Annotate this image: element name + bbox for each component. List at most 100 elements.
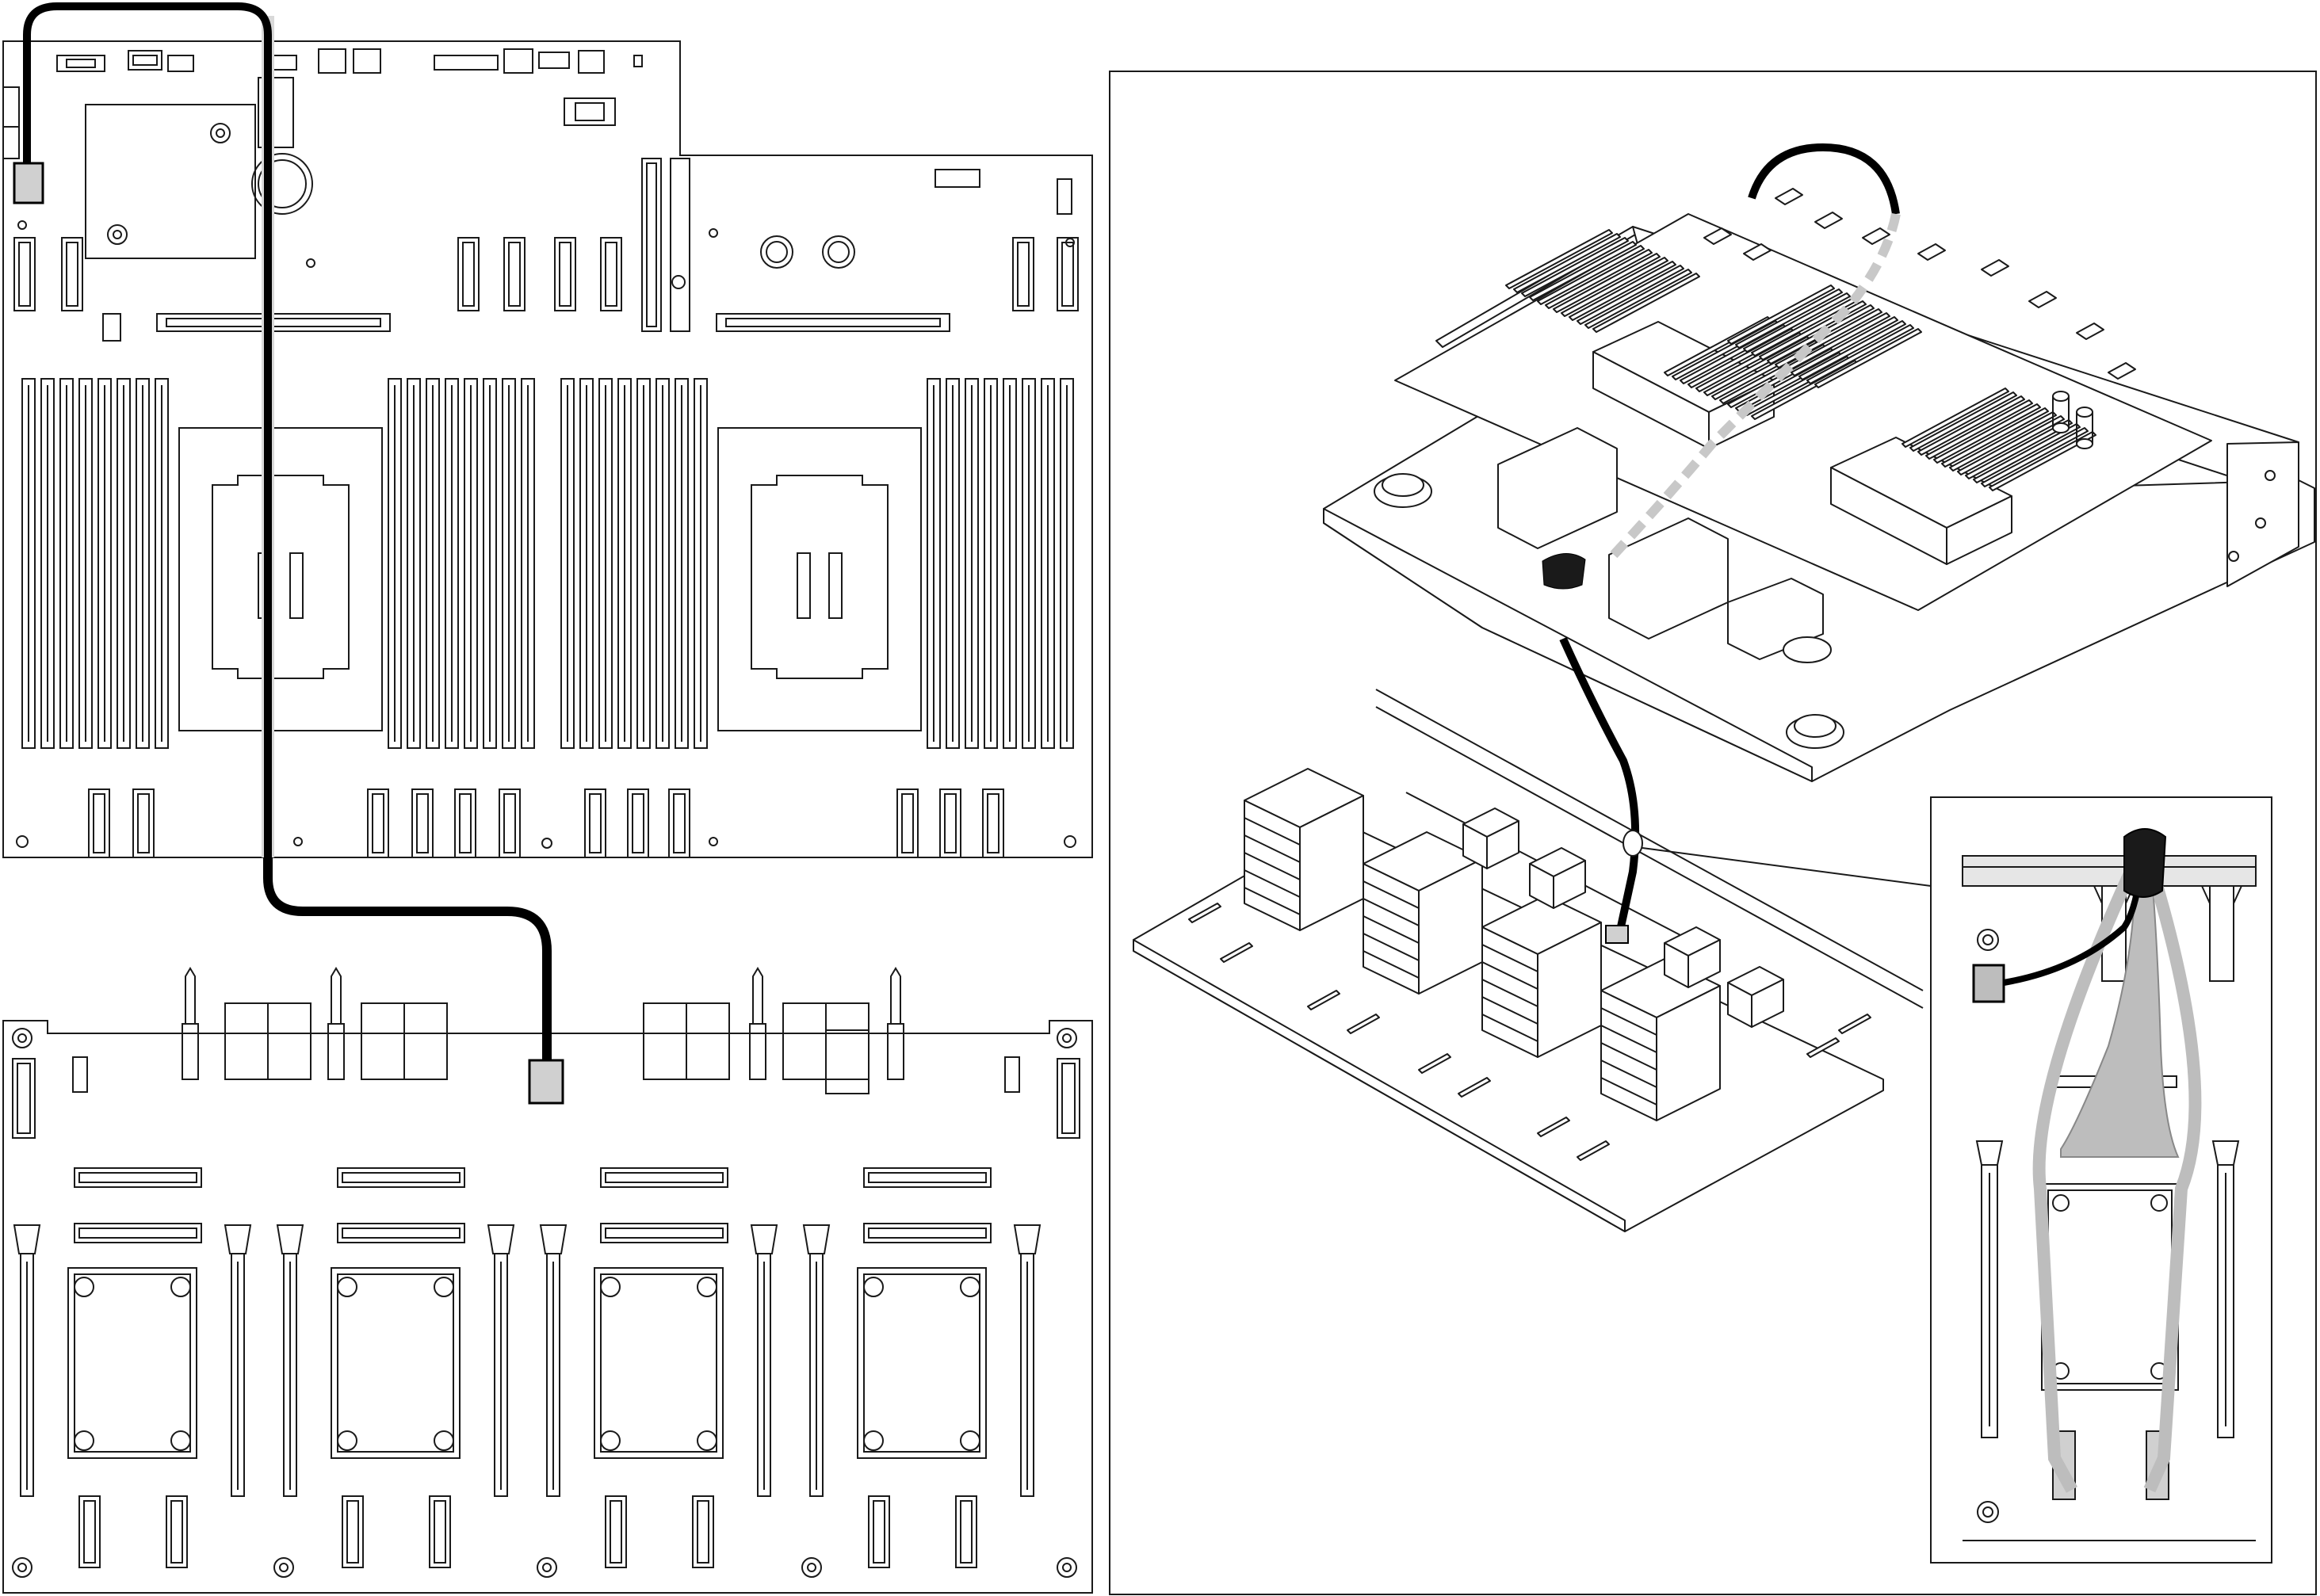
detail-latch-right — [2211, 1140, 2240, 1438]
iso-dimm — [1735, 288, 1843, 349]
detail-latch-left — [1975, 1140, 2004, 1438]
detail-callout-line — [1642, 847, 1932, 887]
connector-icon — [538, 52, 570, 69]
iso-cable-connector — [1605, 925, 1629, 944]
iso-dimm — [1925, 399, 2033, 460]
mounting-hole-icon — [1977, 929, 1999, 951]
iso-dimm — [1743, 292, 1851, 353]
mounting-hole-icon — [74, 1430, 94, 1451]
psu-area — [85, 104, 256, 259]
iso-dimm — [1957, 415, 2065, 475]
mounting-hole-icon — [1057, 1028, 1077, 1048]
mounting-hole-icon — [600, 1277, 621, 1297]
iso-dimm-banks — [1505, 229, 2096, 491]
detail-inset — [1930, 796, 2272, 1564]
mounting-hole-icon — [960, 1277, 980, 1297]
mounting-hole-icon — [1064, 835, 1076, 848]
pcie-slot — [627, 788, 649, 858]
mounting-hole-icon — [293, 837, 303, 846]
iso-dimm — [1537, 245, 1645, 305]
detail-rail — [1962, 855, 2257, 887]
mounting-hole-icon — [671, 275, 686, 289]
mounting-hole-icon — [600, 1430, 621, 1451]
mounting-hole-icon — [541, 838, 552, 849]
iso-dimm — [1513, 233, 1621, 293]
pcie-slot — [367, 788, 389, 858]
dimm-slot — [984, 378, 998, 749]
dimm-slot — [927, 378, 941, 749]
pcie-slot — [668, 788, 690, 858]
iso-standoff — [2052, 391, 2070, 402]
pcie-slot — [411, 788, 434, 858]
iso-cable-upper — [1748, 143, 1900, 215]
connector-icon — [12, 1058, 36, 1139]
gpu-module — [331, 1267, 461, 1459]
pcie-slots-upper — [13, 158, 1079, 332]
mounting-hole-icon — [12, 1028, 32, 1048]
iso-component — [1814, 212, 1843, 229]
mounting-hole-icon — [2255, 517, 2266, 529]
pcie-slot — [88, 788, 110, 858]
pcie-slot — [499, 788, 521, 858]
dimm-slot — [1003, 378, 1017, 749]
dimm-slot — [464, 378, 478, 749]
cable-connector-gpu-baseboard — [528, 1059, 564, 1105]
mounting-hole-icon — [434, 1277, 454, 1297]
dimm-slot — [502, 378, 516, 749]
dimm-slot — [694, 378, 708, 749]
connector-icon — [102, 313, 121, 342]
dimm-slot — [946, 378, 960, 749]
dimm-slot — [136, 378, 150, 749]
gpu-baseboard — [2, 967, 1093, 1594]
iso-dimm — [1949, 411, 2057, 472]
latch-icon — [750, 1224, 778, 1254]
iso-slot — [1577, 1140, 1610, 1161]
dimm-slot — [407, 378, 421, 749]
iso-dimm — [1592, 273, 1700, 333]
guide-pins — [182, 967, 904, 1080]
iso-view-frame — [1109, 71, 2317, 1595]
connector-icon — [56, 55, 105, 72]
battery-icon — [251, 153, 313, 215]
iso-dimm — [1973, 423, 2081, 483]
iso-dimm — [1505, 229, 1613, 289]
iso-dimm — [1545, 249, 1653, 309]
pcie-slot — [503, 237, 526, 311]
latch-icon — [802, 1224, 831, 1254]
gpu-connector-slot — [600, 1167, 728, 1188]
dimm-slot — [117, 378, 131, 749]
pcie-slot — [584, 788, 606, 858]
mounting-hole-icon — [2228, 551, 2239, 562]
cable-routed-lower — [263, 857, 552, 1062]
mounting-hole-icon — [306, 258, 315, 268]
iso-dimm — [1941, 407, 2049, 468]
iso-standoff — [2076, 407, 2093, 418]
iso-cable-hidden — [1610, 212, 1901, 559]
mounting-hole-icon — [273, 1557, 294, 1578]
iso-component — [2076, 323, 2104, 340]
mounting-hole-icon — [760, 235, 793, 269]
cable-connector-system-board — [13, 162, 44, 204]
pcie-slot — [429, 1495, 451, 1568]
connector-icon — [578, 50, 605, 74]
connector-icon — [318, 48, 346, 74]
iso-slot — [1188, 903, 1221, 923]
iso-dimm — [1814, 328, 1922, 388]
connector-icon — [564, 97, 616, 126]
gpu-connector-slot — [337, 1167, 465, 1188]
mounting-hole-icon — [337, 1430, 357, 1451]
riser-slot — [641, 158, 662, 332]
latch-icon — [487, 1224, 515, 1254]
pcie-slot — [939, 788, 961, 858]
pcie-slot — [1012, 237, 1034, 311]
iso-slot — [1458, 1077, 1491, 1098]
iso-dimm — [1577, 265, 1684, 325]
mounting-hole-icon — [709, 837, 718, 846]
dimm-slot — [1022, 378, 1036, 749]
mounting-hole-icon — [16, 835, 29, 848]
gpu-connector-slot — [863, 1223, 992, 1243]
iso-component — [1981, 259, 2009, 277]
mounting-hole-icon — [863, 1430, 884, 1451]
